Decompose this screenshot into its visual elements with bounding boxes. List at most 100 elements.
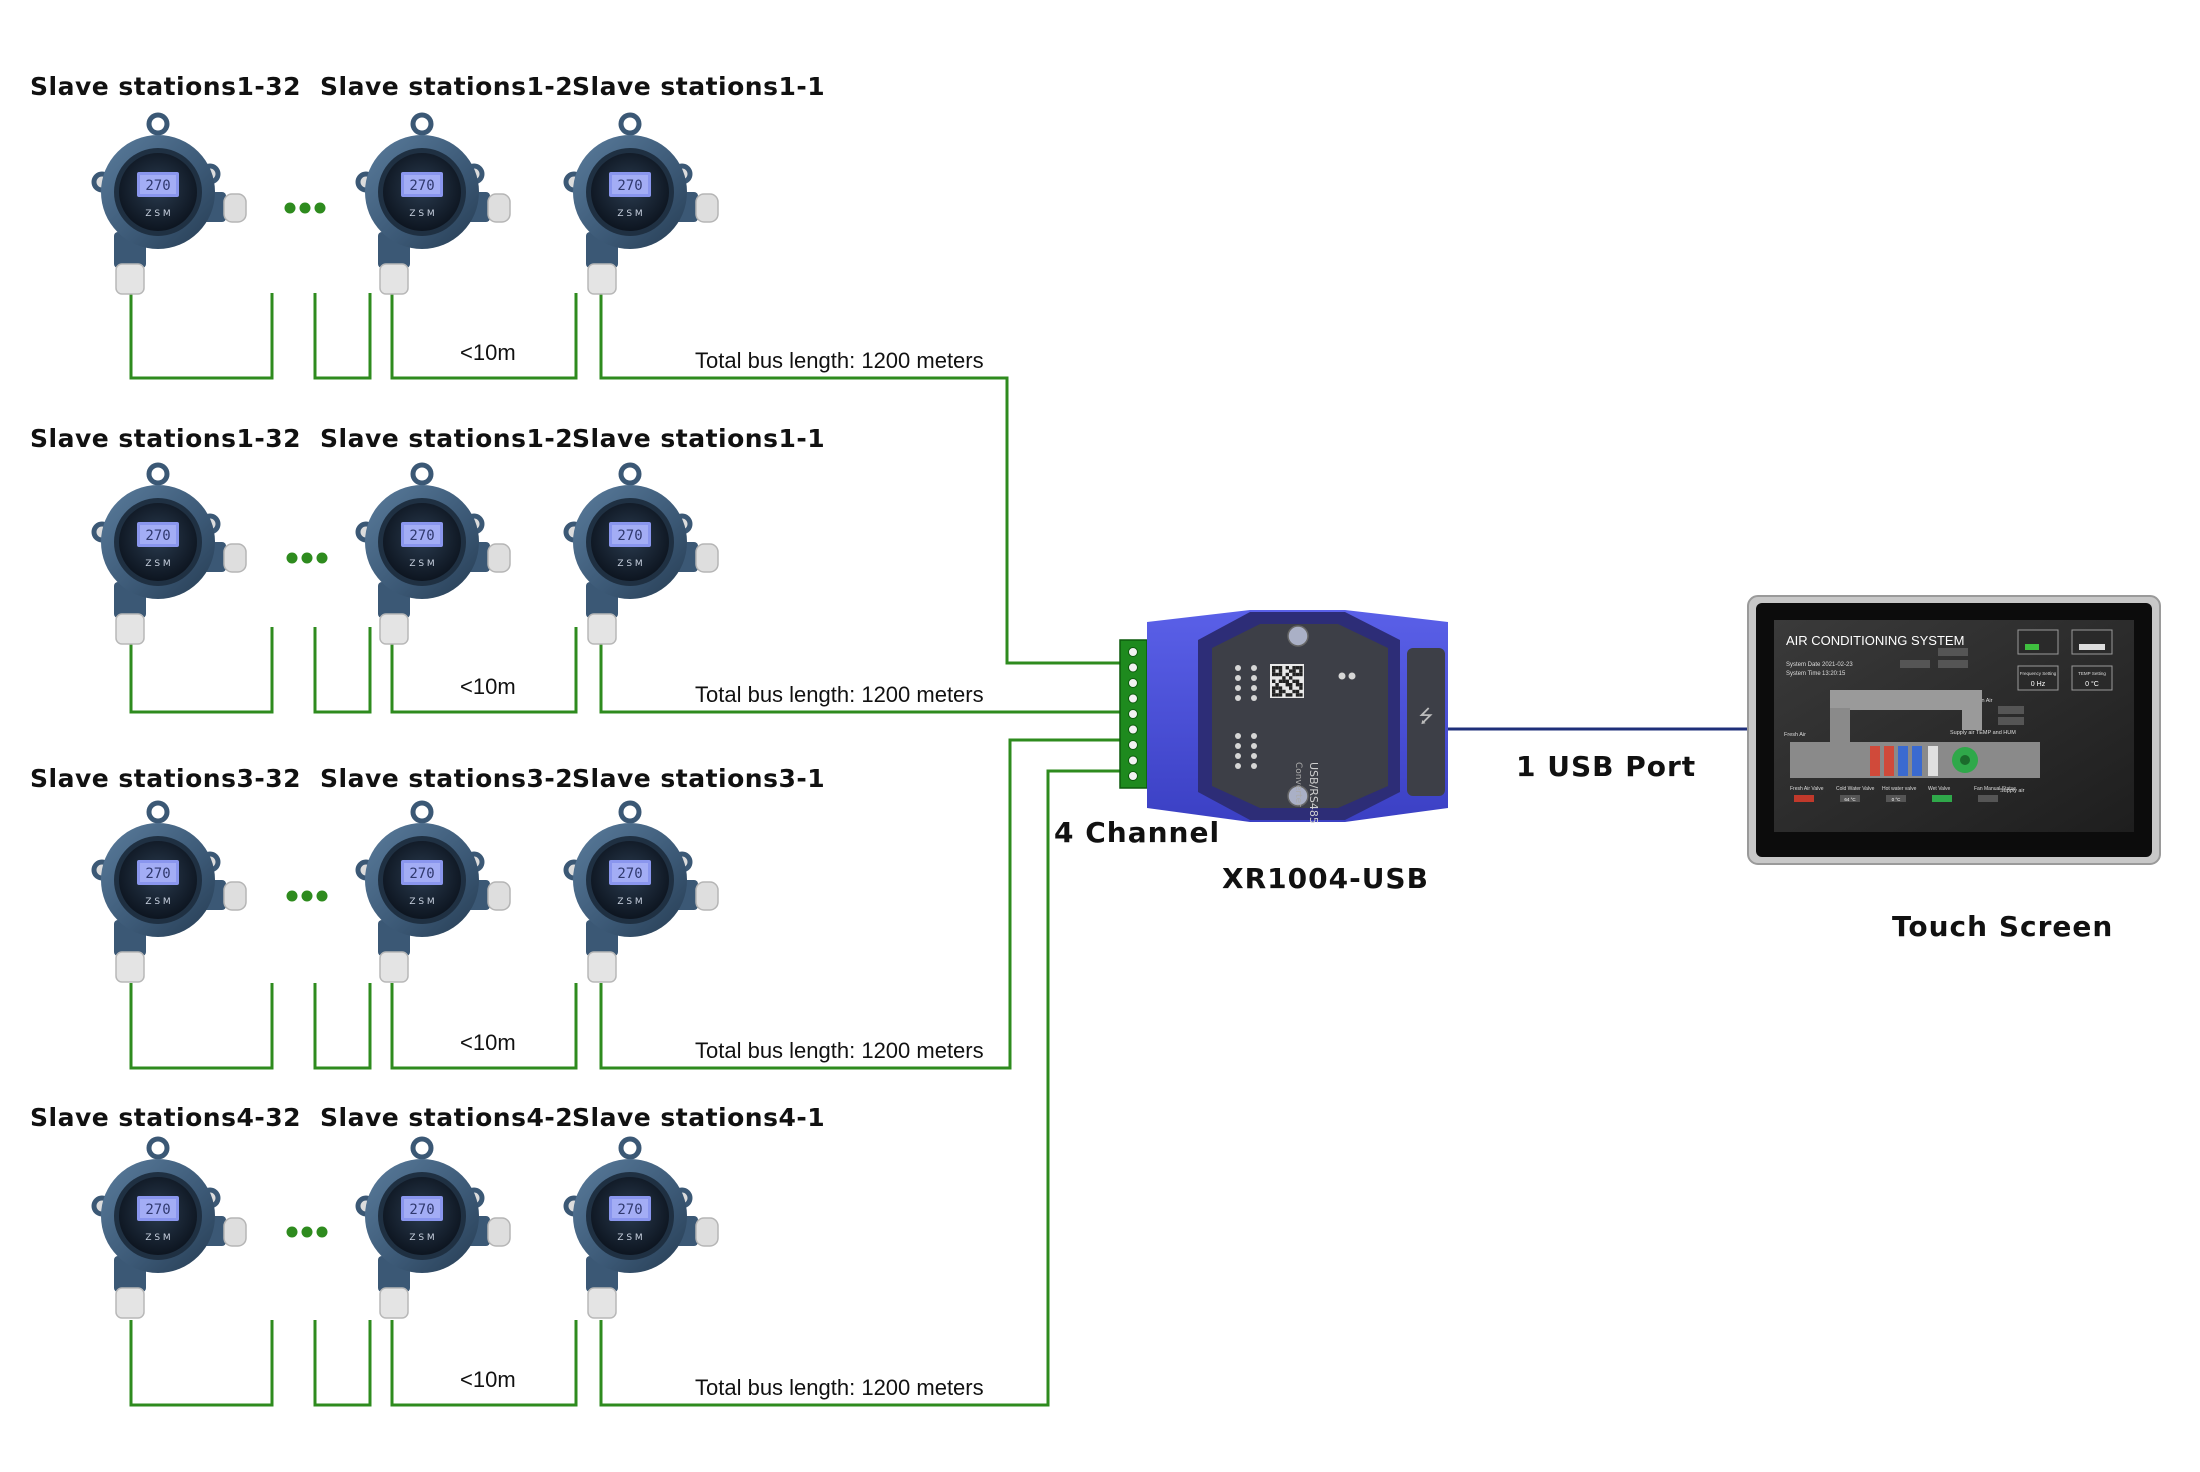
gas-transmitter-icon [566, 465, 718, 644]
bus-length-label: Total bus length: 1200 meters [695, 682, 984, 707]
hmi-temp-box[interactable] [2071, 665, 2113, 691]
slave-station-label: Slave stations3-32 [30, 764, 301, 793]
slave-station-label: Slave stations1-1 [572, 72, 825, 101]
bus-wire-segment [313, 293, 372, 380]
touch-screen-label: Touch Screen [1892, 910, 2113, 943]
bus-wire-segment [390, 627, 578, 714]
short-length-label: <10m [460, 1367, 516, 1392]
ellipsis-dot [286, 1226, 298, 1238]
converter-face-subtext: Converter [1293, 762, 1303, 807]
slave-station-label: Slave stations3-2 [320, 764, 573, 793]
slave-station-label: Slave stations1-1 [572, 424, 825, 453]
led-indicator-icon [1251, 743, 1257, 749]
led-indicator-icon [1235, 753, 1241, 759]
status-led-icon [1348, 672, 1356, 680]
gas-transmitter-icon [94, 803, 246, 982]
bus-wire-segment [129, 983, 274, 1070]
slave-station-label: Slave stations4-1 [572, 1103, 825, 1132]
ellipsis-dot [301, 890, 313, 902]
hmi-button[interactable] [2071, 629, 2113, 655]
terminal-screw-icon [1128, 709, 1138, 719]
slave-station-label: Slave stations1-2 [320, 72, 573, 101]
hmi-bottom-label: Fresh Air Valve [1790, 786, 1824, 792]
bus-wire-segment [313, 983, 372, 1070]
ellipsis-dot [314, 202, 326, 214]
ellipsis-dot [286, 890, 298, 902]
led-indicator-icon [1235, 695, 1241, 701]
bus-wire-main [599, 738, 1130, 1070]
hmi-bottom-value: 64 °C [1844, 797, 1856, 802]
screw-icon [1287, 625, 1309, 647]
hmi-status-indicator [1886, 795, 1906, 802]
hmi-frequency-value: 0 Hz [2031, 681, 2046, 688]
hmi-bottom-label: Cold Water Valve [1836, 786, 1875, 792]
gas-transmitter-icon [358, 803, 510, 982]
gas-transmitter-icon [566, 803, 718, 982]
gas-transmitter-icon [358, 465, 510, 644]
led-indicator-icon [1251, 753, 1257, 759]
bus-wire-segment [390, 983, 578, 1070]
ellipsis-dot [316, 1226, 328, 1238]
hmi-time-value: 13:20:15 [1822, 671, 1846, 677]
led-indicator-icon [1251, 733, 1257, 739]
bus-length-label: Total bus length: 1200 meters [695, 1038, 984, 1063]
terminal-screw-icon [1128, 740, 1138, 750]
hmi-bottom-label: Wet Valve [1928, 786, 1951, 792]
bus-wire-main [599, 627, 1130, 714]
hmi-status-indicator [1840, 795, 1860, 802]
terminal-screw-icon [1128, 647, 1138, 657]
usb-port-label: 1 USB Port [1516, 750, 1696, 783]
slave-station-label: Slave stations1-2 [320, 424, 573, 453]
slave-station-label: Slave stations4-2 [320, 1103, 573, 1132]
terminal-screw-icon [1128, 678, 1138, 688]
hmi-date-value: 2021-02-23 [1822, 662, 1853, 668]
ellipsis-dot [301, 1226, 313, 1238]
bus-wire-segment [129, 293, 274, 380]
hmi-bottom-value: 0 °C [1892, 797, 1902, 802]
hmi-bottom-label: Fan Manual Status [1974, 786, 2016, 792]
terminal-screw-icon [1128, 662, 1138, 673]
bus-wire-segment [390, 293, 578, 380]
led-indicator-icon [1235, 685, 1241, 691]
gas-transmitter-icon [94, 465, 246, 644]
terminal-screw-icon [1128, 771, 1138, 781]
bus-length-label: Total bus length: 1200 meters [695, 348, 984, 373]
short-length-label: <10m [460, 674, 516, 699]
bus-wire-main [599, 293, 1130, 665]
hmi-supply-air-label: Supply air [2000, 788, 2025, 794]
ellipsis-dot [286, 552, 298, 564]
ellipsis-dot [284, 202, 296, 214]
hmi-temp-value: 0 °C [2085, 680, 2099, 688]
bus-wires [129, 293, 1130, 1407]
led-indicator-icon [1251, 763, 1257, 769]
ellipsis-dot [316, 552, 328, 564]
hmi-supply-setting-label: Supply air TEMP and HUM [1950, 730, 2016, 736]
hmi-button[interactable] [2017, 629, 2059, 655]
hmi-frequency-box[interactable] [2017, 665, 2059, 691]
converter-face-text: USB/RS485 [1307, 762, 1320, 824]
bus-wire-segment [129, 627, 274, 714]
slave-station-label: Slave stations3-1 [572, 764, 825, 793]
led-indicator-icon [1235, 763, 1241, 769]
hmi-status-indicator [1978, 795, 1998, 802]
bus-wire-segment [313, 1320, 372, 1407]
slave-row: Slave stations1-32 Slave stations1-2Slave… [30, 424, 984, 707]
hmi-temp-label: TEMP Setting [2078, 671, 2106, 676]
bus-length-label: Total bus length: 1200 meters [695, 1375, 984, 1400]
hmi-status-indicator [1794, 795, 1814, 802]
hmi-bottom-label: Hot water valve [1882, 786, 1917, 792]
hmi-title: AIR CONDITIONING SYSTEM [1786, 633, 1964, 648]
led-indicator-icon [1251, 685, 1257, 691]
led-indicator-icon [1235, 665, 1241, 671]
usb-symbol-icon: ⭍ [1419, 706, 1434, 727]
slave-station-label: Slave stations1-32 [30, 424, 301, 453]
status-led-icon [1338, 672, 1346, 680]
gas-transmitter-icon [358, 115, 510, 294]
ellipsis-dot [316, 890, 328, 902]
bus-wire-segment [129, 1320, 274, 1407]
led-indicator-icon [1235, 675, 1241, 681]
led-indicator-icon [1251, 665, 1257, 671]
